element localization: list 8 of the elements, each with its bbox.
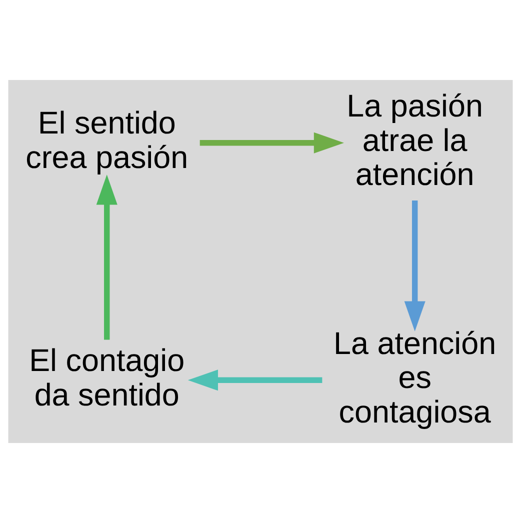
node-text: La atención es contagiosa bbox=[334, 325, 496, 429]
arrow bbox=[404, 200, 426, 331]
node-text: El sentido crea pasión bbox=[26, 105, 188, 175]
arrow bbox=[200, 132, 344, 153]
arrow bbox=[188, 369, 322, 390]
arrow bbox=[96, 174, 118, 340]
node-text: El contagio da sentido bbox=[29, 342, 185, 412]
node-text: La pasión atrae la atención bbox=[346, 88, 484, 192]
